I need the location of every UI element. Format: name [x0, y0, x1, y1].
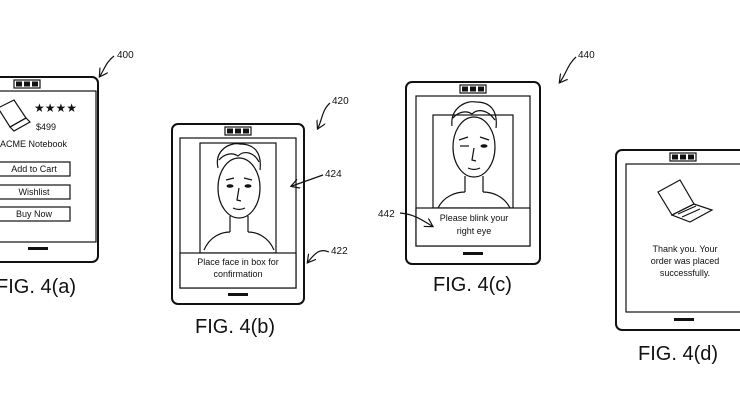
prompt-line-1: Please blink your [440, 213, 509, 223]
confirmation-line-1: Thank you. Your [652, 244, 717, 254]
figure-label-4b: FIG. 4(b) [195, 316, 275, 338]
notebook-laptop-icon [657, 179, 714, 223]
figure-label-4a: FIG. 4(a) [0, 276, 76, 298]
buy-now-button[interactable]: Buy Now [0, 206, 71, 222]
speaker-grille-icon [28, 247, 48, 250]
svg-text:Wishlist: Wishlist [19, 187, 50, 197]
status-bar-icon [13, 79, 41, 89]
ref-400: 400 [117, 50, 134, 61]
add-to-cart-button[interactable]: Add to Cart [0, 161, 71, 177]
prompt-line-2: confirmation [213, 269, 262, 279]
leader-arrow [318, 102, 331, 128]
product-name: ACME Notebook [0, 139, 68, 149]
speaker-grille-icon [228, 293, 248, 296]
wishlist-button[interactable]: Wishlist [0, 184, 71, 200]
status-bar-icon [669, 152, 697, 162]
screen-d [625, 163, 740, 313]
ref-442: 442 [378, 209, 395, 220]
rating-stars: ★★★★ [34, 101, 77, 115]
confirmation-line-2: order was placed [651, 256, 720, 266]
confirmation-line-3: successfully. [660, 268, 710, 278]
status-bar-icon [224, 126, 252, 136]
svg-text:Add to Cart: Add to Cart [11, 164, 57, 174]
ref-422: 422 [331, 246, 348, 257]
screen-a [0, 90, 97, 243]
svg-text:Buy Now: Buy Now [16, 209, 53, 219]
figure-label-4c: FIG. 4(c) [433, 274, 512, 296]
leader-arrow [308, 250, 330, 262]
leader-arrow [399, 212, 432, 226]
figure-4a: ★★★★ $499 ACME Notebook Add to Cart Wish… [0, 50, 134, 298]
figure-4c: Please blink your right eye 440 442 FIG.… [378, 50, 595, 296]
leader-arrow [560, 56, 577, 82]
leader-arrow [100, 55, 115, 76]
figure-4d: Thank you. Your order was placed success… [615, 149, 740, 365]
notebook-laptop-icon [0, 99, 31, 132]
face-illustration [437, 101, 511, 209]
prompt-box-b [179, 252, 297, 289]
figure-label-4d: FIG. 4(d) [638, 343, 718, 365]
ref-420: 420 [332, 96, 349, 107]
ref-424: 424 [325, 169, 342, 180]
prompt-line-2: right eye [457, 226, 492, 236]
prompt-box-c [415, 207, 531, 247]
face-illustration [203, 143, 275, 251]
prompt-line-1: Place face in box for [197, 257, 279, 267]
speaker-grille-icon [463, 252, 483, 255]
ref-440: 440 [578, 50, 595, 61]
price: $499 [36, 122, 56, 132]
tablet-device-d [615, 149, 740, 331]
leader-arrow [292, 174, 324, 186]
speaker-grille-icon [674, 318, 694, 321]
status-bar-icon [459, 84, 487, 94]
figure-4b: Place face in box for confirmation 420 4… [171, 96, 349, 338]
